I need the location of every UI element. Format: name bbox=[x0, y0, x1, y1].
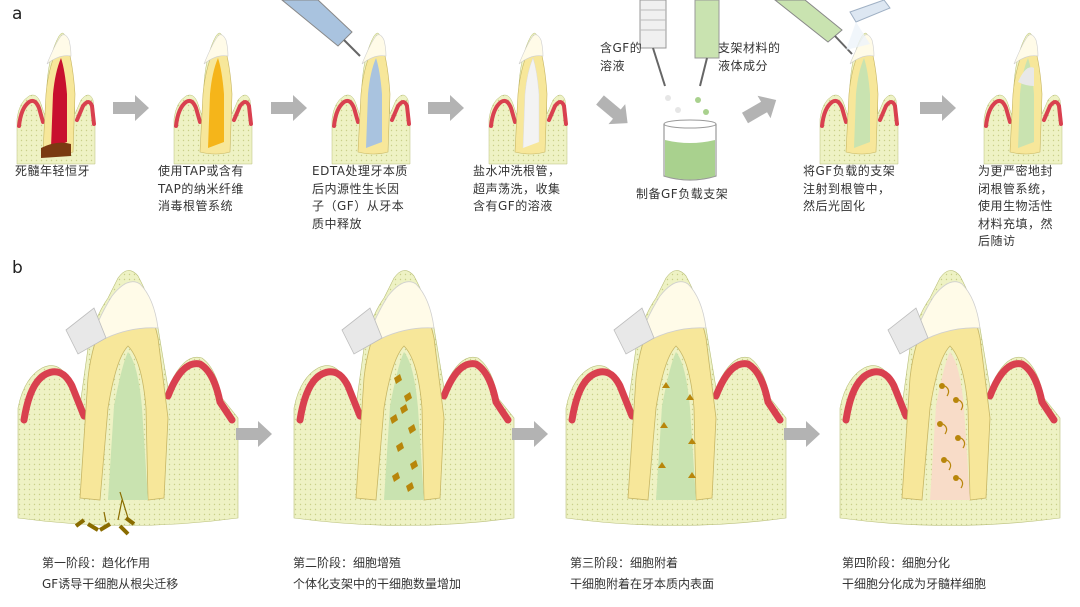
caption-b2: 第二阶段：细胞增殖 个体化支架中的干细胞数量增加 bbox=[293, 553, 461, 595]
caption-a1: 死髓年轻恒牙 bbox=[15, 164, 91, 178]
stage2-title: 第二阶段：细胞增殖 bbox=[293, 556, 402, 570]
tooth-a1 bbox=[15, 31, 97, 166]
arrow-a2 bbox=[271, 95, 307, 121]
caption-b4: 第四阶段：细胞分化 干细胞分化成为牙髓样细胞 bbox=[842, 553, 986, 595]
panel-a-label: a bbox=[12, 4, 23, 24]
arrow-a5 bbox=[738, 88, 783, 130]
arrow-a4 bbox=[591, 90, 636, 134]
tooth-b3 bbox=[566, 270, 786, 525]
syringe-gf bbox=[639, 0, 667, 87]
caption-a5: 制备GF负载支架 bbox=[636, 187, 729, 201]
caption-a6: 将GF负载的支架 注射到根管中， 然后光固化 bbox=[803, 164, 896, 213]
stage1-title: 第一阶段：趋化作用 bbox=[42, 556, 151, 570]
caption-b3: 第三阶段：细胞附着 干细胞附着在牙本质内表面 bbox=[570, 553, 714, 595]
tooth-a2 bbox=[172, 31, 254, 166]
tooth-a7 bbox=[982, 31, 1064, 166]
caption-b1: 第一阶段：趋化作用 GF诱导干细胞从根尖迁移 bbox=[42, 553, 178, 595]
arrow-a3 bbox=[428, 95, 464, 121]
tooth-a3 bbox=[330, 31, 412, 166]
caption-a2: 使用TAP或含有 TAP的纳米纤维 消毒根管系统 bbox=[158, 164, 244, 213]
stage1-desc: GF诱导干细胞从根尖迁移 bbox=[42, 577, 179, 591]
beaker bbox=[663, 119, 717, 181]
tooth-b4 bbox=[840, 270, 1060, 525]
arrow-a6 bbox=[920, 95, 956, 121]
stage3-title: 第三阶段：细胞附着 bbox=[570, 556, 679, 570]
caption-a7: 为更严密地封 闭根管系统， 使用生物活性 材料充填，然 后随访 bbox=[978, 164, 1054, 248]
syringe-inject bbox=[774, 0, 853, 55]
tooth-a6 bbox=[818, 31, 900, 166]
arrow-b3 bbox=[784, 421, 820, 447]
tooth-a4 bbox=[487, 31, 569, 166]
tooth-b1 bbox=[18, 270, 238, 536]
stage4-title: 第四阶段：细胞分化 bbox=[842, 556, 951, 570]
stage2-desc: 个体化支架中的干细胞数量增加 bbox=[293, 577, 462, 591]
stage3-desc: 干细胞附着在牙本质内表面 bbox=[570, 577, 715, 591]
stage4-desc: 干细胞分化成为牙髓样细胞 bbox=[842, 577, 987, 591]
tooth-b2 bbox=[294, 270, 514, 525]
caption-a4: 盐水冲洗根管， 超声荡洗，收集 含有GF的溶液 bbox=[473, 164, 561, 213]
caption-a3: EDTA处理牙本质 后内源性生长因 子（GF）从牙本 质中释放 bbox=[312, 164, 408, 231]
panel-b-label: b bbox=[12, 258, 23, 278]
label-scaffold-liquid: 支架材料的 液体成分 bbox=[718, 41, 781, 73]
syringe-edta bbox=[281, 0, 361, 57]
arrow-b2 bbox=[512, 421, 548, 447]
curing-light bbox=[846, 0, 891, 50]
arrow-b1 bbox=[236, 421, 272, 447]
syringe-scaffold bbox=[694, 0, 720, 87]
label-gf-solution: 含GF的 溶液 bbox=[600, 41, 643, 73]
arrow-a1 bbox=[113, 95, 149, 121]
